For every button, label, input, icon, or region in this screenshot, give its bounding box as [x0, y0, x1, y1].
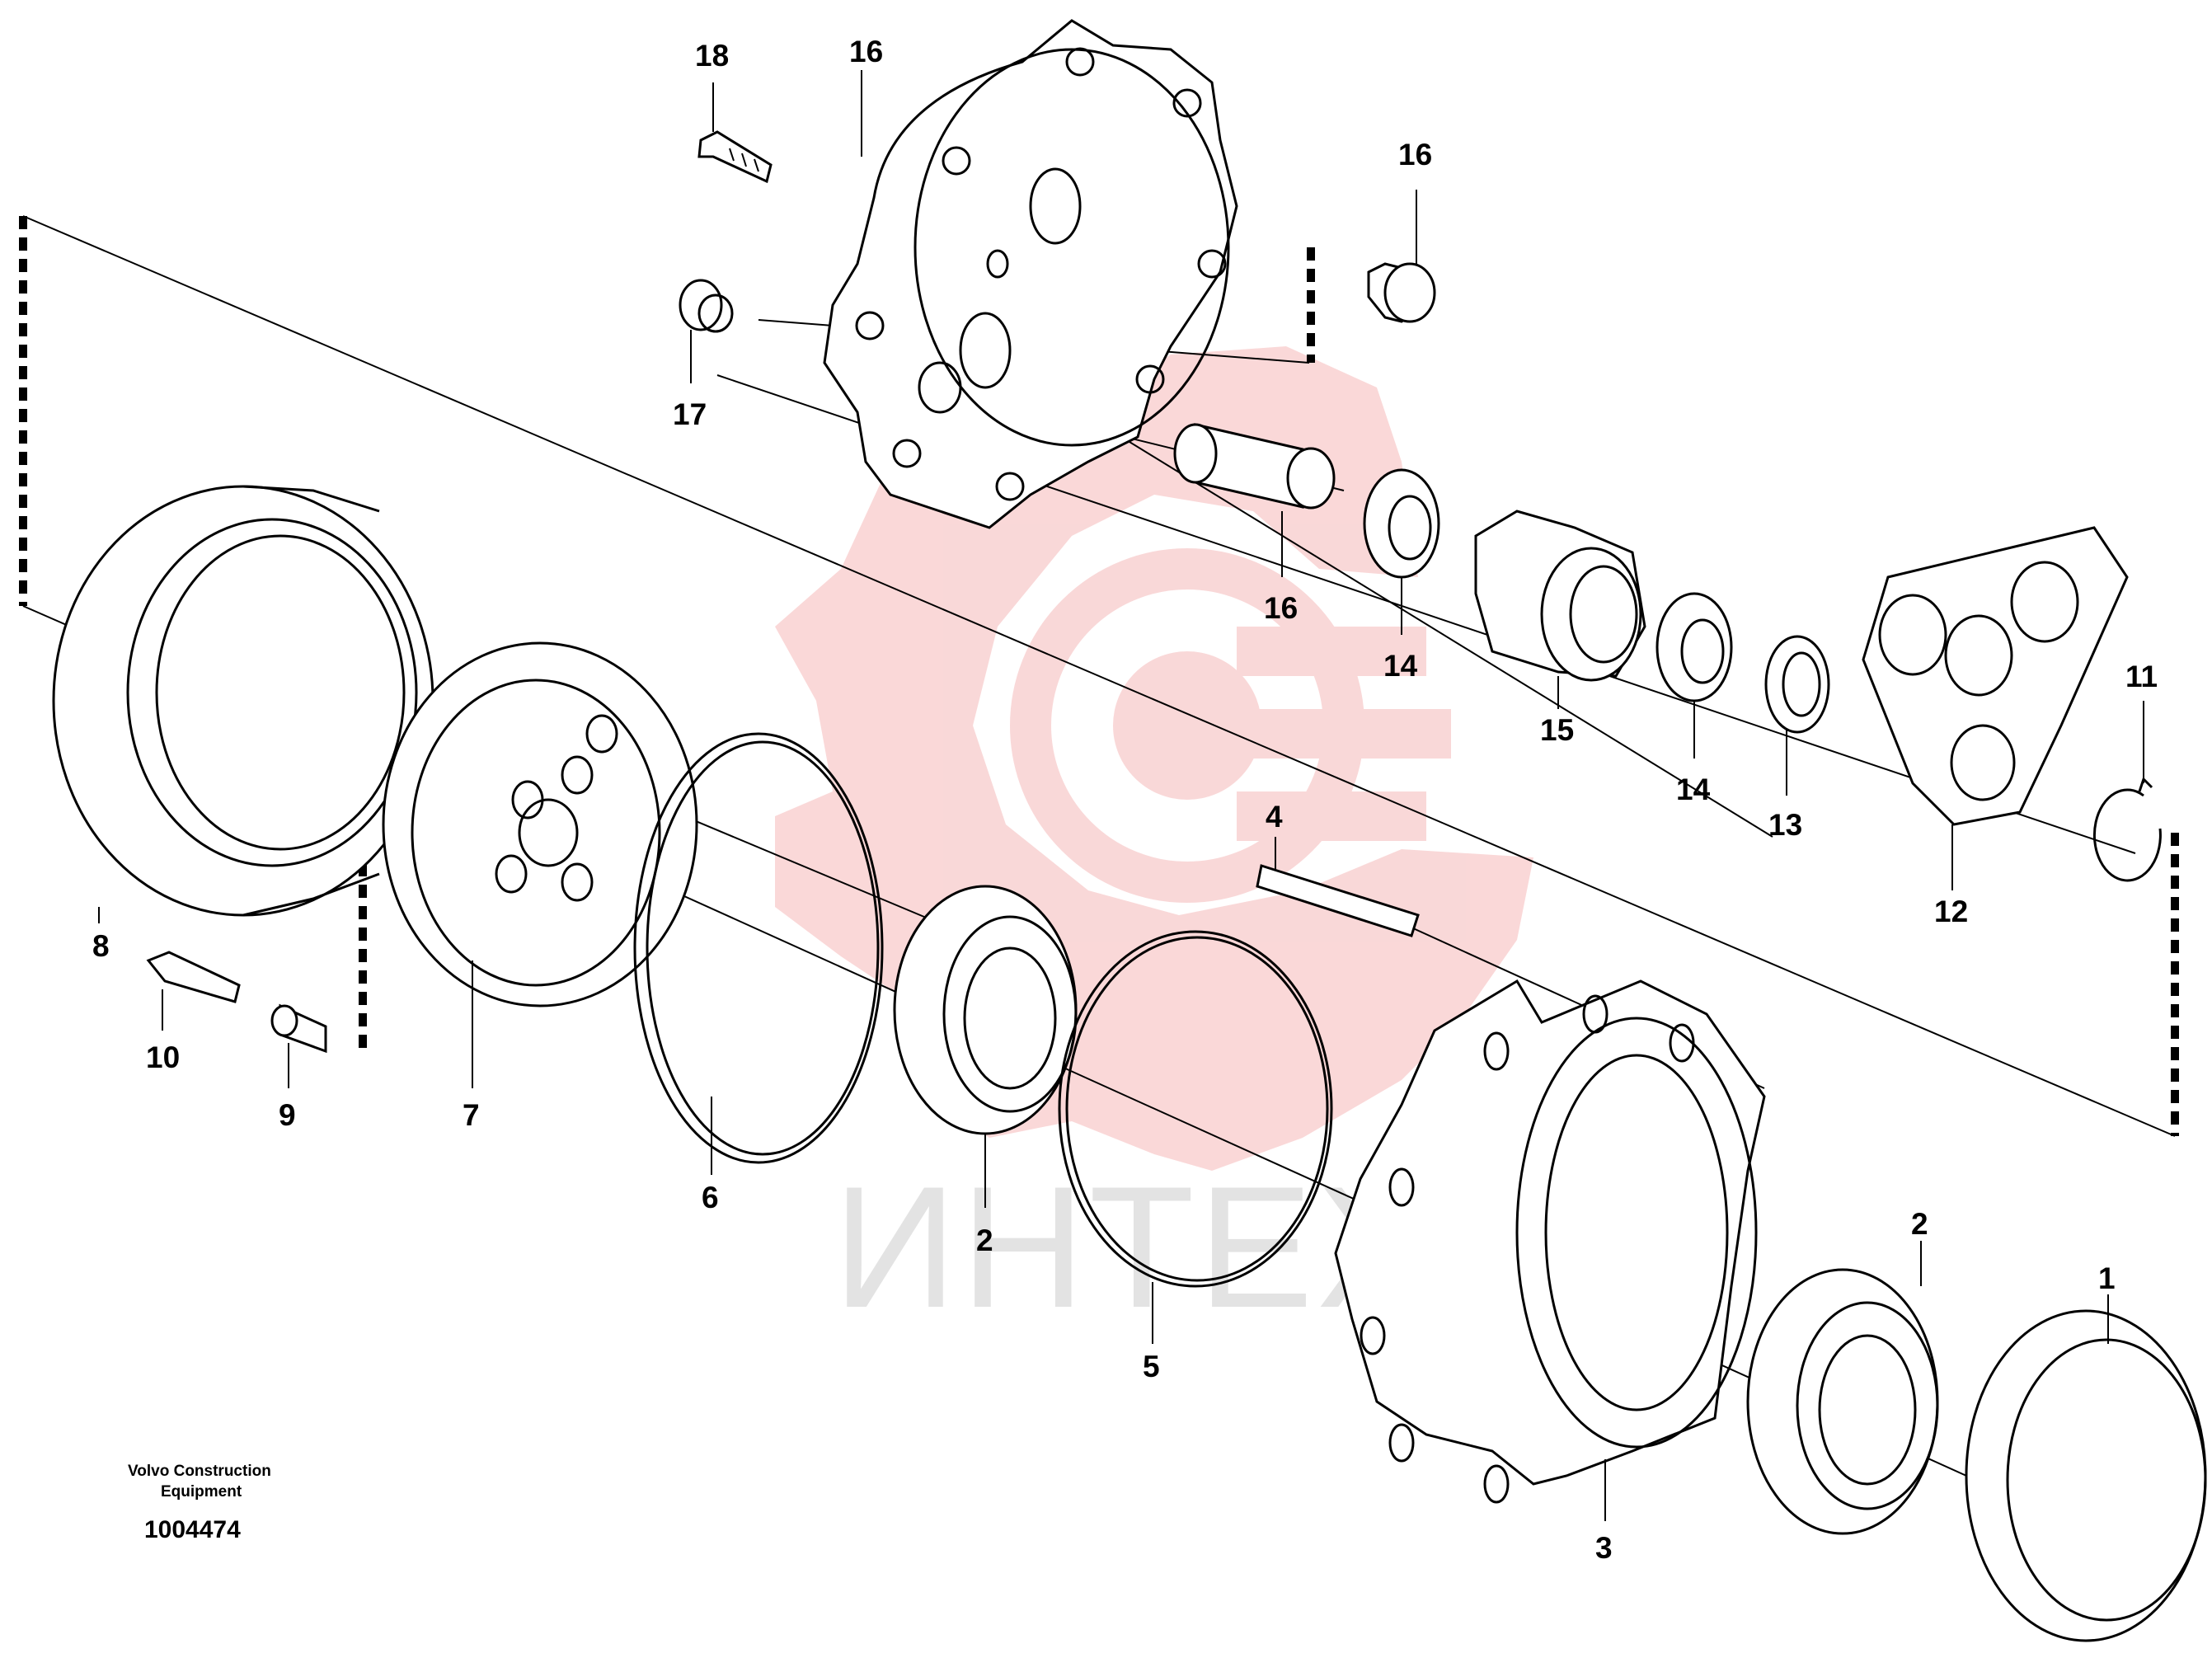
callout-13: 13: [1768, 808, 1802, 842]
document-number: 1004474: [144, 1516, 241, 1543]
callout-3: 3: [1595, 1531, 1613, 1565]
callout-leaders: [98, 70, 2144, 1521]
callout-6: 6: [702, 1181, 719, 1214]
part-flange-cover: [823, 19, 1238, 529]
part-pin-16: [1173, 423, 1336, 510]
part-screw-18: [697, 130, 773, 184]
callout-16: 16: [1264, 591, 1298, 625]
part-ring-gear-8: [52, 485, 434, 917]
part-planet-gear-14a: [1363, 468, 1440, 579]
watermark-text: ИНТЕХ: [833, 1150, 1435, 1344]
part-sun-gear-15: [1474, 510, 1646, 682]
part-carrier-gear-7: [382, 641, 698, 1007]
callout-2: 2: [976, 1223, 993, 1257]
part-o-ring-5: [1058, 930, 1333, 1288]
part-sleeve-9: [270, 1003, 327, 1054]
part-stud-4: [1256, 864, 1420, 937]
callout-10: 10: [146, 1040, 180, 1074]
part-bolt-10: [146, 951, 241, 1003]
callout-18: 18: [695, 39, 729, 73]
callout-labels: 1 2 2 3 4 5 6 7 8 9 10 11 12 13 14 14 15…: [92, 35, 2158, 1565]
callout-1: 1: [2098, 1261, 2116, 1295]
part-plug-17: [679, 279, 734, 333]
callout-5: 5: [1143, 1350, 1160, 1383]
callout-2: 2: [1911, 1207, 1928, 1241]
callout-14: 14: [1676, 773, 1711, 806]
callout-14: 14: [1383, 649, 1418, 683]
part-snap-ring-11: [2092, 777, 2162, 882]
credit-block: Volvo Construction Equipment 1004474: [128, 1463, 271, 1543]
part-seal-1: [1965, 1309, 2207, 1642]
callout-16: 16: [849, 35, 883, 68]
part-washer-13: [1764, 635, 1830, 734]
dashed-frame: [19, 216, 2179, 1136]
callout-17: 17: [673, 397, 707, 431]
part-hub-3: [1334, 979, 1766, 1504]
callout-15: 15: [1540, 713, 1574, 747]
callout-4: 4: [1266, 800, 1283, 834]
part-plate-12: [1862, 526, 2129, 826]
credit-line-2: Equipment: [161, 1483, 242, 1501]
part-bearing-2-right: [1746, 1268, 1939, 1535]
part-bearing-2-left: [893, 885, 1078, 1135]
part-planet-gear-14b: [1655, 592, 1733, 702]
callout-12: 12: [1934, 895, 1968, 928]
part-retaining-ring-6: [633, 732, 884, 1164]
part-screw-16-right: [1367, 262, 1436, 323]
callout-11: 11: [2125, 660, 2158, 693]
credit-line-1: Volvo Construction: [128, 1463, 271, 1480]
callout-9: 9: [279, 1098, 296, 1132]
callout-7: 7: [463, 1098, 480, 1132]
callout-8: 8: [92, 929, 110, 963]
callout-16: 16: [1398, 138, 1432, 171]
